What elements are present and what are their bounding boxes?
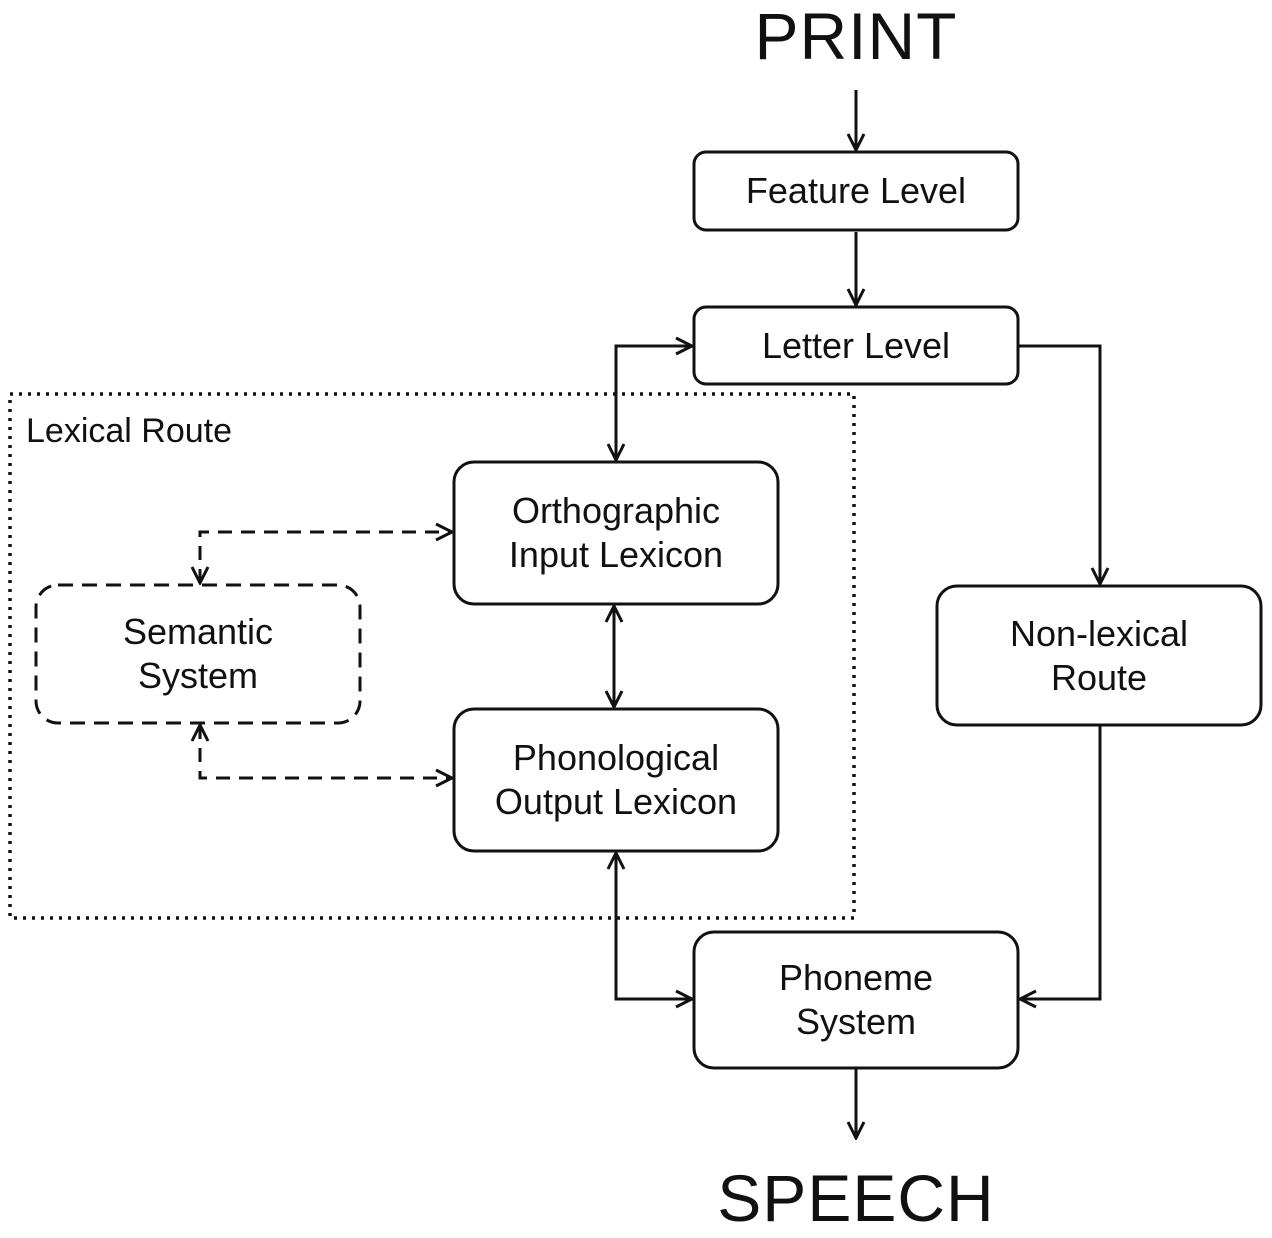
- non-lexical-route-label: Non-lexical Route: [1009, 612, 1189, 698]
- arrow-letter-orthographic: [616, 346, 692, 460]
- letter-level-label: Letter Level: [761, 324, 951, 366]
- arrow-semantic-phonological: [200, 725, 452, 778]
- print-label: PRINT: [754, 0, 958, 73]
- arrow-nonlexical-to-phoneme: [1020, 725, 1102, 999]
- phonological-output-lexicon-label: Phonological Output Lexicon: [494, 737, 738, 822]
- arrow-phonological-phoneme: [616, 853, 692, 999]
- semantic-system-label: Semantic System: [122, 611, 274, 696]
- lexical-route-label: Lexical Route: [26, 412, 233, 451]
- arrow-semantic-orthographic: [200, 532, 452, 583]
- orthographic-input-lexicon-label: Orthographic Input Lexicon: [508, 490, 724, 575]
- arrow-letter-to-nonlexical: [1018, 344, 1100, 584]
- speech-label: SPEECH: [717, 1160, 995, 1235]
- feature-level-label: Feature Level: [745, 170, 967, 212]
- phoneme-system-label: Phoneme System: [778, 957, 934, 1042]
- feature-level-box: [692, 150, 1020, 232]
